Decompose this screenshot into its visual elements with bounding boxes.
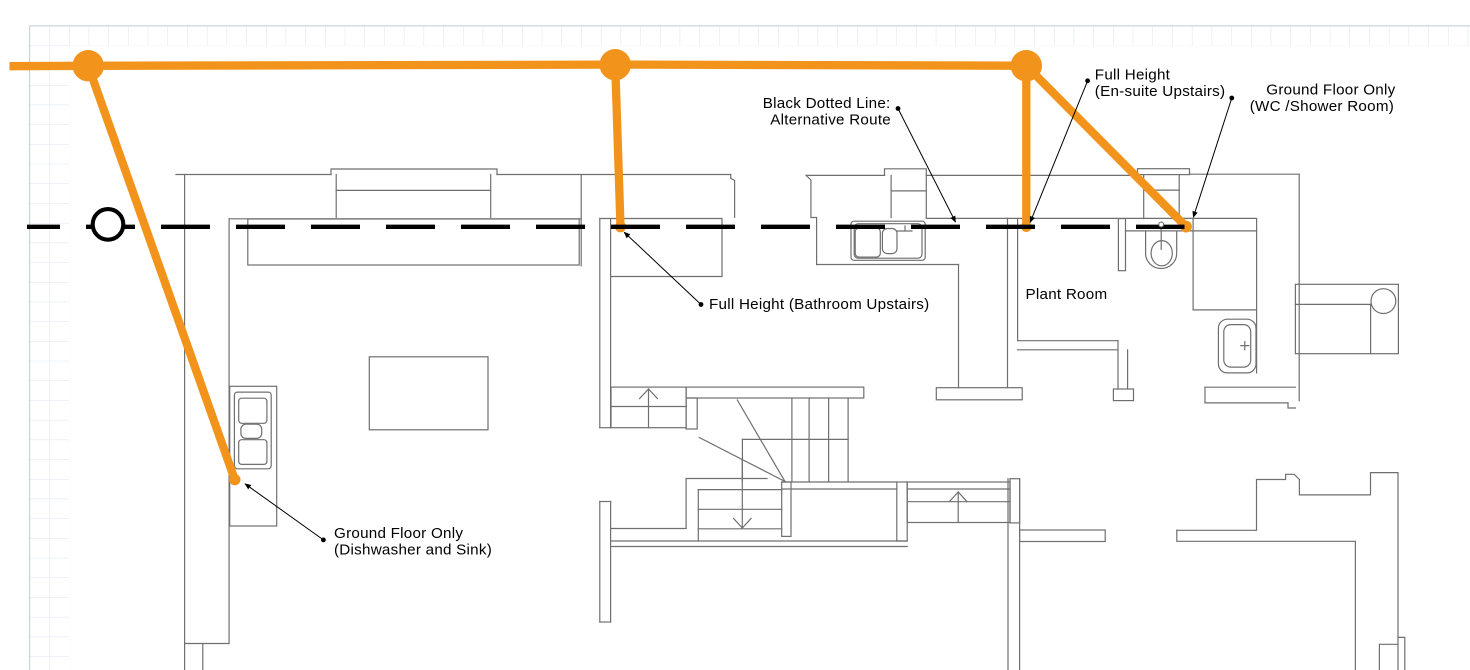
svg-text:Ground Floor Only: Ground Floor Only bbox=[1266, 82, 1395, 99]
svg-text:Black Dotted Line:: Black Dotted Line: bbox=[763, 95, 891, 112]
svg-text:Ground Floor Only: Ground Floor Only bbox=[334, 525, 463, 542]
svg-text:Full Height: Full Height bbox=[1095, 66, 1171, 83]
svg-text:Alternative Route: Alternative Route bbox=[770, 111, 891, 128]
svg-text:Plant Room: Plant Room bbox=[1026, 286, 1108, 303]
svg-text:(Dishwasher and Sink): (Dishwasher and Sink) bbox=[334, 541, 492, 558]
svg-text:Full Height (Bathroom Upstairs: Full Height (Bathroom Upstairs) bbox=[709, 296, 929, 313]
svg-text:(WC /Shower Room): (WC /Shower Room) bbox=[1250, 98, 1394, 115]
svg-text:(En-suite Upstairs): (En-suite Upstairs) bbox=[1095, 83, 1226, 100]
